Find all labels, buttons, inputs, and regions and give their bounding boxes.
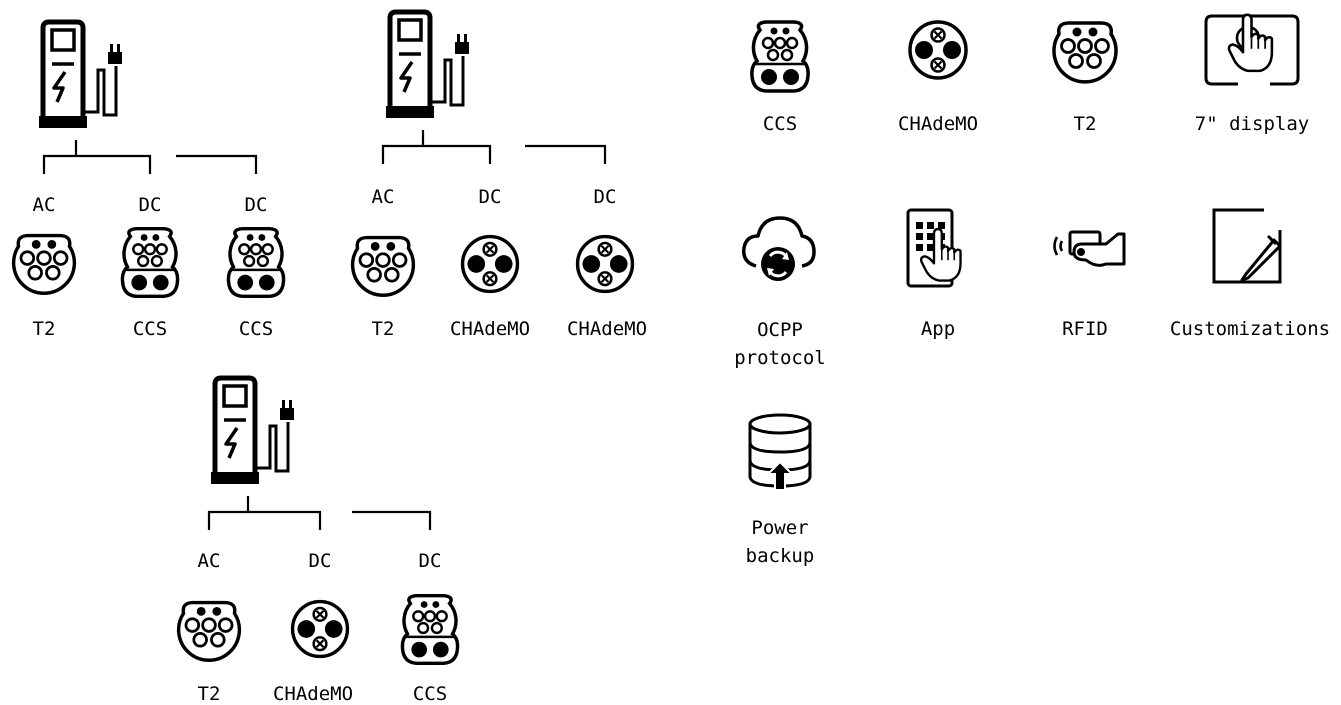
feature-power-backup-label: Power backup xyxy=(745,517,815,567)
connector-tree xyxy=(381,130,607,164)
group1-branch1-type: AC xyxy=(32,194,56,216)
group2-branch1-type: AC xyxy=(371,186,395,208)
rfid-card-icon xyxy=(1053,230,1126,267)
feature-ocpp-label: OCPP protocol xyxy=(734,319,826,369)
chademo-connector-icon xyxy=(460,234,520,294)
ccs-connector-icon xyxy=(120,226,180,299)
t2-connector-icon xyxy=(11,233,77,295)
charging-station-icon xyxy=(211,375,294,484)
feature-customizations-label: Customizations xyxy=(1169,318,1331,340)
chademo-connector-icon xyxy=(575,234,635,294)
group3-branch1-type: AC xyxy=(197,550,221,572)
group3-branch2-type: DC xyxy=(308,550,332,572)
feature-chademo-label: CHAdeMO xyxy=(897,113,979,135)
group1-branch1-connector: T2 xyxy=(32,318,56,340)
group3-branch2-connector: CHAdeMO xyxy=(272,683,354,705)
feature-rfid-label: RFID xyxy=(1062,318,1108,340)
t2-connector-icon xyxy=(350,235,416,297)
edit-pencil-icon xyxy=(1212,208,1282,284)
group2-branch3-type: DC xyxy=(593,186,617,208)
group2-branch2-connector: CHAdeMO xyxy=(449,318,531,340)
connector-tree xyxy=(42,140,258,174)
group2-branch3-connector: CHAdeMO xyxy=(566,318,648,340)
group3-branch3-type: DC xyxy=(418,550,442,572)
feature-app-label: App xyxy=(920,318,956,340)
feature-t2-label: T2 xyxy=(1073,113,1097,135)
group1-branch3-type: DC xyxy=(244,194,268,216)
ccs-connector-icon xyxy=(750,20,810,93)
group1-branch2-connector: CCS xyxy=(132,318,168,340)
t2-connector-icon xyxy=(176,600,242,662)
ccs-connector-icon xyxy=(400,593,460,666)
chademo-connector-icon xyxy=(290,599,350,659)
charging-station-icon xyxy=(39,19,122,128)
group2-branch1-connector: T2 xyxy=(371,318,395,340)
t2-connector-icon xyxy=(1052,21,1118,84)
feature-display-label: 7" display xyxy=(1194,113,1310,135)
charging-station-icon xyxy=(386,9,469,118)
ccs-connector-icon xyxy=(226,226,286,299)
cloud-sync-icon xyxy=(742,216,816,281)
mobile-app-icon xyxy=(906,208,962,288)
touch-display-icon xyxy=(1204,13,1300,86)
feature-ccs-label: CCS xyxy=(762,113,798,135)
group3-branch1-connector: T2 xyxy=(197,683,221,705)
group1-branch3-connector: CCS xyxy=(238,318,274,340)
database-backup-icon xyxy=(748,413,812,491)
connector-tree xyxy=(207,496,432,530)
group3-branch3-connector: CCS xyxy=(412,683,448,705)
group2-branch2-type: DC xyxy=(478,186,502,208)
group1-branch2-type: DC xyxy=(138,194,162,216)
chademo-connector-icon xyxy=(908,20,968,80)
